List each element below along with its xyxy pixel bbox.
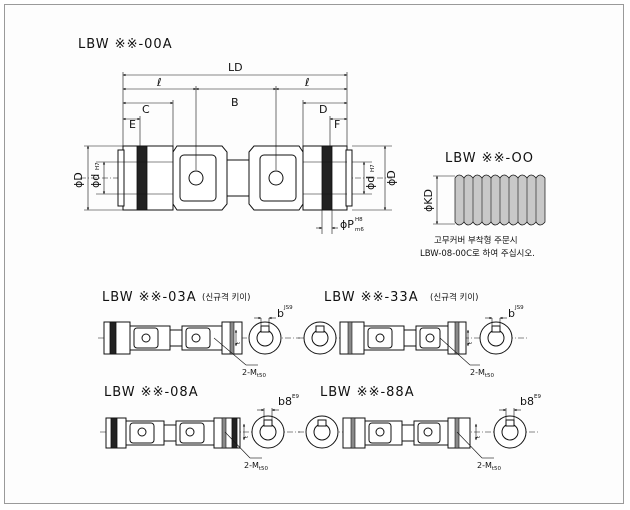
dim-t-88A: t — [476, 435, 482, 438]
left-hub-end — [117, 149, 125, 207]
m-sub-03A: t50 — [257, 373, 267, 379]
m-text-88A: 2-M — [477, 461, 492, 470]
right-hub-end — [345, 149, 353, 207]
left-pin-hole — [188, 170, 204, 186]
title-33A: LBW ※※-33A — [324, 290, 419, 305]
label-m-33A: 2-Mt50 — [470, 368, 495, 379]
right-pin-hole — [268, 170, 284, 186]
dim-b-tol-03A: JS9 — [283, 305, 293, 311]
note-03A: (신규격 키이) — [202, 292, 250, 303]
dim-phiD-right: ϕD — [385, 170, 398, 186]
boot-note-line1: 고무커버 부착형 주문시 — [434, 235, 518, 246]
dim-l-left: ℓ — [156, 76, 162, 89]
dim-b-tol-33A: JS9 — [514, 305, 524, 311]
dim-phiP-tol: H8 — [355, 217, 363, 223]
dim-t-33A: t — [468, 341, 474, 344]
dim-phiD-left: ϕD — [72, 172, 85, 188]
dim-B: B — [231, 96, 239, 109]
m-sub-33A: t50 — [485, 373, 495, 379]
dim-F: F — [334, 118, 340, 131]
variant-08A-drawing: b8 E9 t 2-Mt50 — [100, 394, 300, 472]
dim-E: E — [129, 118, 136, 131]
rubber-boot-drawing: ϕKD — [422, 174, 546, 226]
left-hub-ring — [136, 145, 148, 211]
label-m-88A: 2-Mt50 — [477, 461, 502, 472]
left-hub — [122, 145, 174, 211]
dim-phid-right: ϕd — [364, 176, 377, 190]
note-33A: (신규격 키이) — [430, 292, 478, 303]
dim-t-08A: t — [244, 435, 250, 438]
dim-t-03A: t — [236, 341, 242, 344]
title-03A: LBW ※※-03A — [102, 290, 197, 305]
dim-phiP: ϕP — [340, 218, 354, 231]
dim-LD: LD — [228, 61, 243, 74]
m-text-08A: 2-M — [244, 461, 259, 470]
dim-b8-88A: b8 — [520, 395, 534, 408]
right-hub-ring — [321, 145, 333, 211]
title-boot: LBW ※※-OO — [445, 151, 534, 166]
dim-b8-tol-88A: E9 — [534, 394, 541, 400]
middle-shaft — [226, 159, 250, 197]
dim-phid-right-tol: H7 — [370, 164, 376, 172]
dim-C: C — [142, 103, 150, 116]
dim-phiKD: ϕKD — [422, 189, 435, 212]
variant-33A-drawing: b JS9 t 2-Mt50 — [298, 305, 528, 379]
dim-b8-08A: b8 — [278, 395, 292, 408]
variant-03A-drawing: b JS9 t 2-Mt50 — [98, 305, 300, 379]
title-88A: LBW ※※-88A — [320, 385, 415, 400]
dim-phid-left-tol: H7 — [95, 162, 101, 170]
dim-phiP-fit: m6 — [355, 227, 364, 233]
m-text-03A: 2-M — [242, 368, 257, 377]
dim-l-right: ℓ — [304, 76, 310, 89]
main-coupling-drawing: LD ℓ ℓ B C D E F ϕD ϕd H7 ϕD — [72, 61, 398, 234]
dim-phid-left: ϕd — [89, 174, 102, 188]
dim-b-03A: b — [277, 307, 284, 320]
boot-note-line2: LBW-08-00C로 하여 주십시오. — [420, 248, 535, 259]
dim-D: D — [319, 103, 327, 116]
m-sub-08A: t50 — [259, 466, 269, 472]
title-08A: LBW ※※-08A — [104, 385, 199, 400]
m-text-33A: 2-M — [470, 368, 485, 377]
label-m-03A: 2-Mt50 — [242, 368, 267, 379]
m-sub-88A: t50 — [492, 466, 502, 472]
dim-b-33A: b — [508, 307, 515, 320]
variant-88A-drawing: b8 E9 t 2-Mt50 — [298, 394, 541, 472]
title-main: LBW ※※-00A — [78, 37, 173, 52]
dim-b8-tol-08A: E9 — [292, 394, 299, 400]
label-m-08A: 2-Mt50 — [244, 461, 269, 472]
